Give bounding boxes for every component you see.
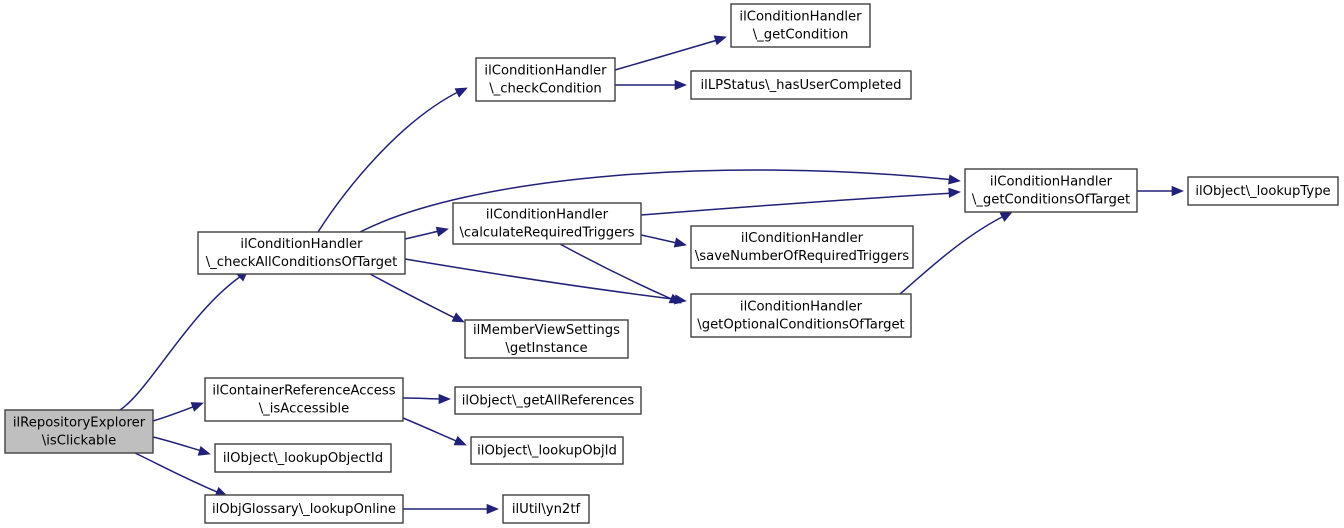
node-box[interactable] bbox=[470, 436, 624, 465]
node-box[interactable] bbox=[690, 293, 912, 338]
edge-isAccessible-to-getAllReferences bbox=[402, 393, 451, 405]
graph-node-isAccessible[interactable]: ilContainerReferenceAccess \_isAccessible bbox=[204, 377, 404, 422]
edge-isClickable-to-isAccessible bbox=[152, 402, 204, 422]
node-box[interactable] bbox=[464, 319, 629, 359]
arrowhead-icon bbox=[1171, 185, 1184, 197]
node-label-line1: ilConditionHandler bbox=[740, 300, 863, 315]
graph-node-calculateRequiredTriggers[interactable]: ilConditionHandler \calculateRequiredTrig… bbox=[452, 202, 642, 245]
graph-node-lookupType[interactable]: ilObject\_lookupType bbox=[1187, 176, 1339, 206]
node-box[interactable] bbox=[502, 494, 590, 524]
node-label-line2: \getInstance bbox=[505, 341, 587, 356]
node-box[interactable] bbox=[454, 386, 642, 415]
graph-node-getConditionsOfTarget[interactable]: ilConditionHandler \_getConditionsOfTarge… bbox=[964, 168, 1138, 213]
node-label-line1: ilMemberViewSettings bbox=[473, 323, 620, 338]
node-label-line1: ilUtil\yn2tf bbox=[512, 502, 581, 517]
arrowhead-icon bbox=[451, 312, 465, 323]
node-box[interactable] bbox=[4, 409, 154, 454]
node-label-line1: ilObject\_lookupType bbox=[1195, 184, 1330, 199]
graph-node-getCondition[interactable]: ilConditionHandler \_getCondition bbox=[730, 3, 871, 48]
node-label-line1: ilRepositoryExplorer bbox=[13, 416, 146, 431]
node-label-line2: \calculateRequiredTriggers bbox=[459, 226, 634, 241]
arrowhead-icon bbox=[948, 174, 961, 185]
node-label-line2: \_getConditionsOfTarget bbox=[972, 193, 1130, 208]
edge-checkAllConditionsOfTarget-to-calculateRequiredTriggers bbox=[404, 226, 449, 240]
node-label-line1: ilObject\_lookupObjId bbox=[477, 444, 617, 459]
node-label-line2: \_checkCondition bbox=[489, 82, 602, 97]
node-box[interactable] bbox=[690, 70, 912, 100]
node-label-line1: ilObject\_getAllReferences bbox=[462, 394, 635, 409]
graph-node-yn2tf[interactable]: ilUtil\yn2tf bbox=[502, 494, 590, 524]
node-label-line2: \_getCondition bbox=[753, 28, 849, 43]
node-box[interactable] bbox=[452, 202, 642, 245]
arrowhead-icon bbox=[453, 435, 467, 446]
edge-lookupOnline-to-yn2tf bbox=[402, 503, 499, 515]
arrowhead-icon bbox=[454, 87, 468, 98]
node-box[interactable] bbox=[690, 225, 914, 269]
edge-getConditionsOfTarget-to-lookupType bbox=[1137, 185, 1184, 197]
edge-checkAllConditionsOfTarget-to-checkCondition bbox=[317, 87, 468, 233]
node-label-line1: ilObject\_lookupObjectId bbox=[223, 451, 383, 466]
graph-node-lookupObjId[interactable]: ilObject\_lookupObjId bbox=[470, 436, 624, 465]
node-label-line2: \getOptionalConditionsOfTarget bbox=[697, 318, 904, 333]
graph-node-getInstance[interactable]: ilMemberViewSettings \getInstance bbox=[464, 319, 629, 359]
node-label-line1: ilConditionHandler bbox=[990, 175, 1113, 190]
node-label-line1: ilContainerReferenceAccess bbox=[212, 384, 395, 399]
node-box[interactable] bbox=[1187, 176, 1339, 206]
graph-node-isClickable[interactable]: ilRepositoryExplorer \isClickable bbox=[4, 409, 154, 454]
node-label-line1: ilConditionHandler bbox=[741, 231, 864, 246]
node-label-line2: \saveNumberOfRequiredTriggers bbox=[695, 249, 909, 264]
graph-node-getOptionalConditionsOfTarget[interactable]: ilConditionHandler \getOptionalConditions… bbox=[690, 293, 912, 338]
edge-checkCondition-to-hasUserCompleted bbox=[615, 79, 687, 91]
edge-checkAllConditionsOfTarget-to-getInstance bbox=[369, 273, 465, 323]
edge-isAccessible-to-lookupObjId bbox=[402, 417, 467, 446]
edge-getOptionalConditionsOfTarget-to-getConditionsOfTarget bbox=[899, 211, 1013, 295]
graph-node-saveNumberOfRequiredTriggers[interactable]: ilConditionHandler \saveNumberOfRequiredT… bbox=[690, 225, 914, 269]
nodes-layer: ilRepositoryExplorer \isClickable ilCondit… bbox=[4, 3, 1339, 524]
node-label-line2: \_checkAllConditionsOfTarget bbox=[206, 255, 398, 270]
node-box[interactable] bbox=[730, 3, 871, 48]
arrowhead-icon bbox=[197, 445, 211, 456]
edge-calculateRequiredTriggers-to-saveNumberOfRequiredTriggers bbox=[640, 234, 687, 248]
node-label-line2: \_isAccessible bbox=[259, 402, 350, 417]
arrowhead-icon bbox=[673, 237, 687, 248]
arrowhead-icon bbox=[713, 35, 727, 46]
arrowhead-icon bbox=[668, 293, 682, 304]
node-box[interactable] bbox=[964, 168, 1138, 213]
node-box[interactable] bbox=[475, 57, 616, 102]
edge-calculateRequiredTriggers-to-getConditionsOfTarget bbox=[640, 187, 961, 216]
arrowhead-icon bbox=[486, 503, 499, 515]
arrowhead-icon bbox=[190, 402, 204, 412]
node-label-line1: ilConditionHandler bbox=[486, 208, 609, 223]
edge-isClickable-to-lookupObjectId bbox=[152, 436, 211, 456]
arrowhead-icon bbox=[435, 226, 449, 237]
graph-node-getAllReferences[interactable]: ilObject\_getAllReferences bbox=[454, 386, 642, 415]
edge-checkCondition-to-getCondition bbox=[614, 35, 727, 71]
edge-checkAllConditionsOfTarget-to-getConditionsOfTarget bbox=[359, 169, 961, 233]
node-label-line1: ilConditionHandler bbox=[484, 64, 607, 79]
node-box[interactable] bbox=[197, 231, 406, 275]
graph-node-lookupObjectId[interactable]: ilObject\_lookupObjectId bbox=[214, 443, 392, 473]
graph-node-checkAllConditionsOfTarget[interactable]: ilConditionHandler \_checkAllConditionsOf… bbox=[197, 231, 406, 275]
arrowhead-icon bbox=[438, 393, 451, 405]
node-label-line1: ilObjGlossary\_lookupOnline bbox=[212, 502, 396, 517]
node-box[interactable] bbox=[204, 377, 404, 422]
graph-node-lookupOnline[interactable]: ilObjGlossary\_lookupOnline bbox=[204, 494, 404, 524]
arrowhead-icon bbox=[674, 79, 687, 91]
node-label-line1: ilConditionHandler bbox=[240, 237, 363, 252]
edge-calculateRequiredTriggers-to-getOptionalConditionsOfTarget bbox=[559, 243, 682, 304]
node-box[interactable] bbox=[204, 494, 404, 524]
node-label-line1: ilLPStatus\_hasUserCompleted bbox=[701, 78, 902, 93]
graph-node-hasUserCompleted[interactable]: ilLPStatus\_hasUserCompleted bbox=[690, 70, 912, 100]
node-box[interactable] bbox=[214, 443, 392, 473]
node-label-line1: ilConditionHandler bbox=[739, 10, 862, 25]
graph-node-checkCondition[interactable]: ilConditionHandler \_checkCondition bbox=[475, 57, 616, 102]
node-label-line2: \isClickable bbox=[42, 434, 116, 449]
edge-checkAllConditionsOfTarget-to-getOptionalConditionsOfTarget bbox=[404, 258, 687, 305]
arrowhead-icon bbox=[948, 187, 961, 198]
